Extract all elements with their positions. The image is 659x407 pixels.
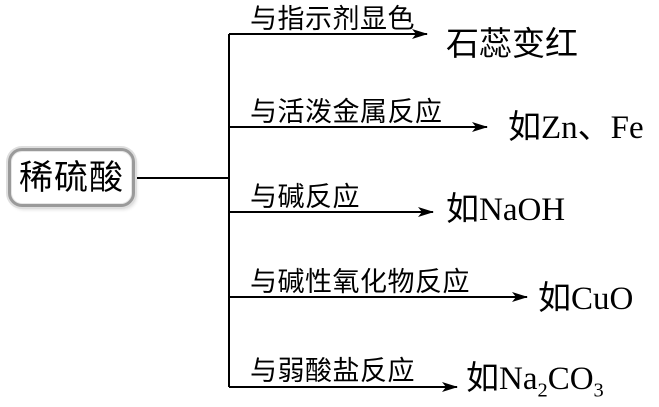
branch-label-active-metal: 与活泼金属反应: [250, 97, 443, 127]
branch-result-active-metal: 如Zn、Fe: [508, 110, 644, 146]
branch-result-weak-acid-salt: 如Na2CO3: [466, 361, 604, 401]
branch-label-base: 与碱反应: [250, 182, 360, 212]
root-node: 稀硫酸: [8, 148, 135, 207]
root-node-label: 稀硫酸: [19, 158, 124, 197]
formula-text: CO: [547, 361, 594, 397]
formula-text: 如Na: [466, 361, 538, 397]
branch-label-basic-oxide: 与碱性氧化物反应: [250, 267, 470, 297]
branch-label-indicator: 与指示剂显色: [250, 4, 415, 34]
branch-result-indicator: 石蕊变红: [446, 25, 578, 62]
branch-result-base: 如NaOH: [446, 192, 566, 228]
branch-result-basic-oxide: 如CuO: [538, 281, 634, 317]
formula-subscript: 3: [593, 379, 604, 402]
branch-label-weak-acid-salt: 与弱酸盐反应: [250, 356, 415, 386]
formula-subscript: 2: [537, 379, 548, 402]
